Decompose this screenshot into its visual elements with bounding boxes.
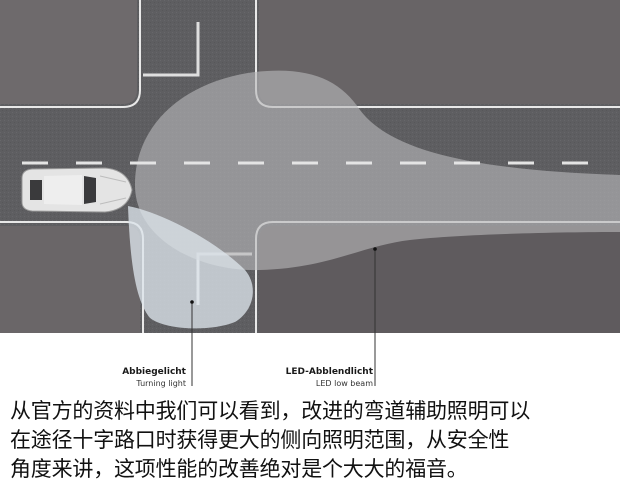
led-low-beam-area — [135, 70, 620, 271]
caption-line-2: 在途径十字路口时获得更大的侧向照明范围，从安全性 — [10, 428, 510, 452]
turning-light-label: Abbiegelicht Turning light — [100, 367, 186, 389]
label-leader-extension — [191, 333, 376, 386]
led-low-beam-title: LED-Abblendlicht — [285, 367, 373, 377]
caption-line-1: 从官方的资料中我们可以看到，改进的弯道辅助照明可以 — [10, 399, 530, 423]
led-low-beam-label: LED-Abblendlicht LED low beam — [260, 367, 373, 389]
turning-light-area — [128, 206, 253, 329]
turning-light-title: Abbiegelicht — [122, 367, 186, 377]
led-low-beam-subtitle: LED low beam — [315, 379, 373, 388]
caption-text: 从官方的资料中我们可以看到，改进的弯道辅助照明可以 在途径十字路口时获得更大的侧… — [10, 397, 615, 484]
caption-line-3: 角度来讲，这项性能的改善绝对是个大大的福音。 — [10, 457, 468, 481]
car-icon — [21, 167, 133, 213]
turning-light-subtitle: Turning light — [136, 379, 186, 388]
intersection-illustration — [0, 0, 620, 333]
leader-lines — [191, 249, 376, 333]
intersection-diagram — [0, 0, 620, 333]
